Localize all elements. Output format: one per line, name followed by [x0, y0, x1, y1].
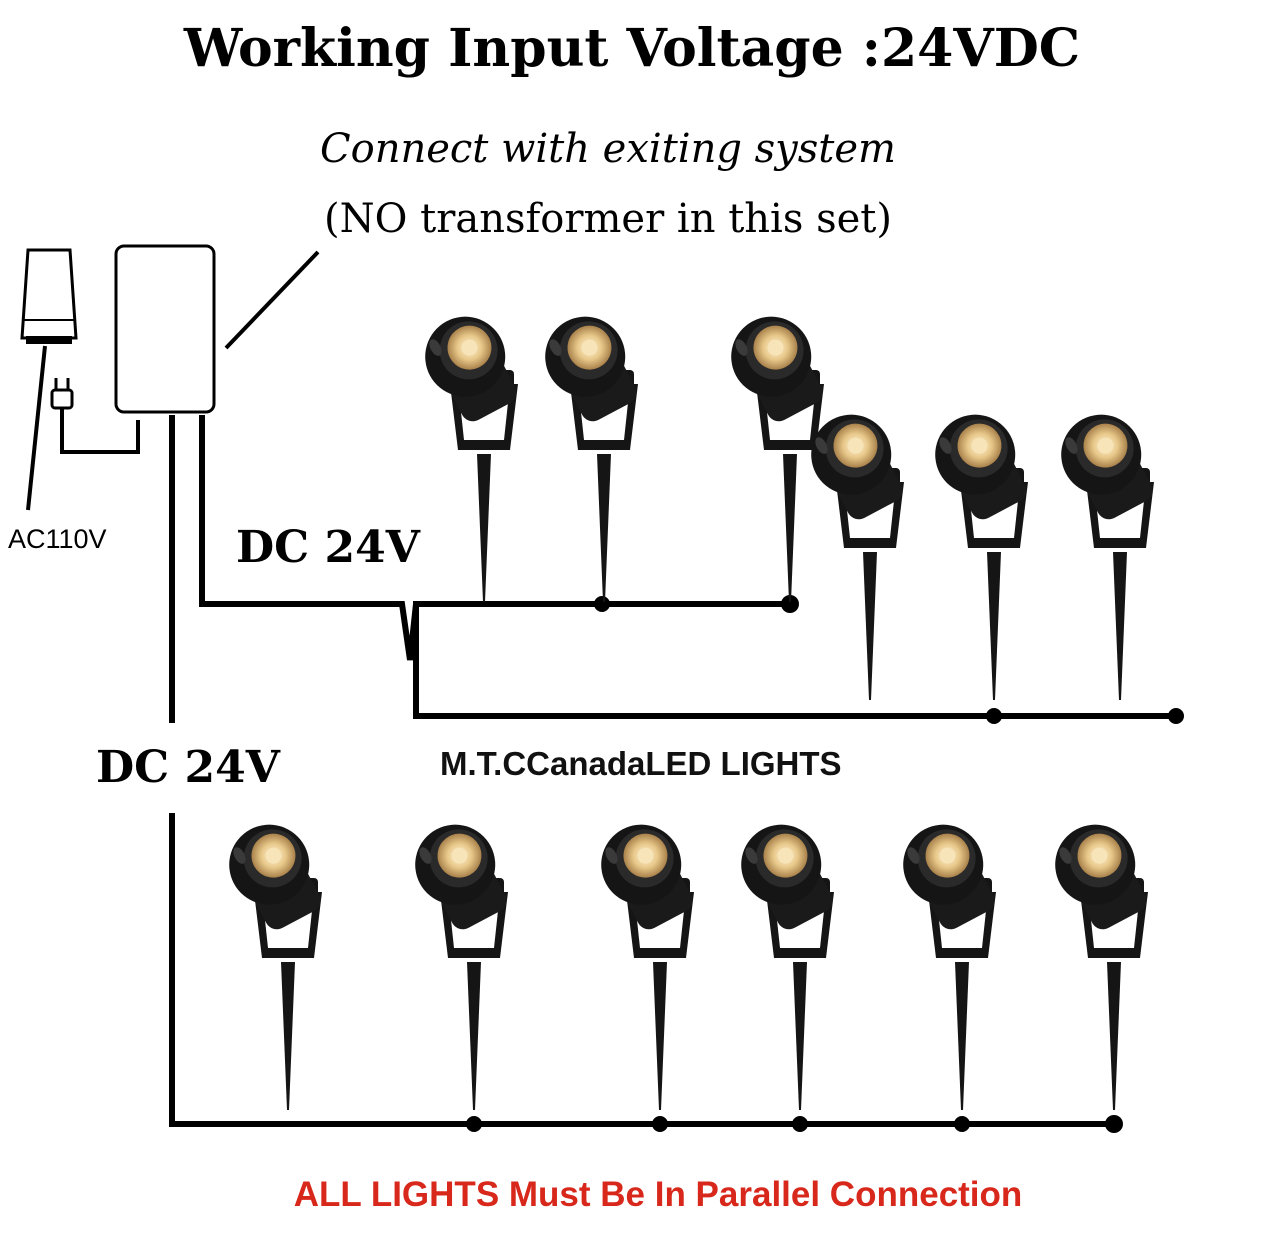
- spotlight-icon: [921, 400, 1040, 700]
- spotlight-icon: [889, 810, 1008, 1110]
- diagram-title: Working Input Voltage :24VDC: [183, 18, 1080, 79]
- dc-voltage-label-lower: DC 24V: [96, 742, 281, 793]
- spotlight-icon: [401, 810, 520, 1110]
- spotlight-icon: [1047, 400, 1166, 700]
- spotlight-icon: [215, 810, 334, 1110]
- dc-voltage-label-upper: DC 24V: [236, 522, 421, 573]
- callout-line: [224, 250, 320, 350]
- spotlight-icon: [1041, 810, 1160, 1110]
- spotlight-icon: [727, 810, 846, 1110]
- ac-voltage-label: AC110V: [8, 524, 107, 554]
- wall-outlet-icon: [20, 248, 78, 344]
- subtitle: Connect with exiting system: [320, 126, 896, 172]
- plug-icon: [50, 378, 140, 454]
- brand-label: M.T.CCanadaLED LIGHTS: [440, 745, 842, 782]
- no-transformer-note: (NO transformer in this set): [324, 196, 892, 242]
- spotlight-icon: [797, 400, 916, 700]
- dc-wiring: [169, 415, 1184, 1133]
- parallel-connection-warning: ALL LIGHTS Must Be In Parallel Connectio…: [294, 1175, 1023, 1214]
- spotlight-icon: [411, 302, 530, 602]
- spotlight-icon: [531, 302, 650, 602]
- ac-pointer-line: [26, 345, 47, 511]
- spotlight-icon: [587, 810, 706, 1110]
- transformer-box-icon: [114, 244, 216, 414]
